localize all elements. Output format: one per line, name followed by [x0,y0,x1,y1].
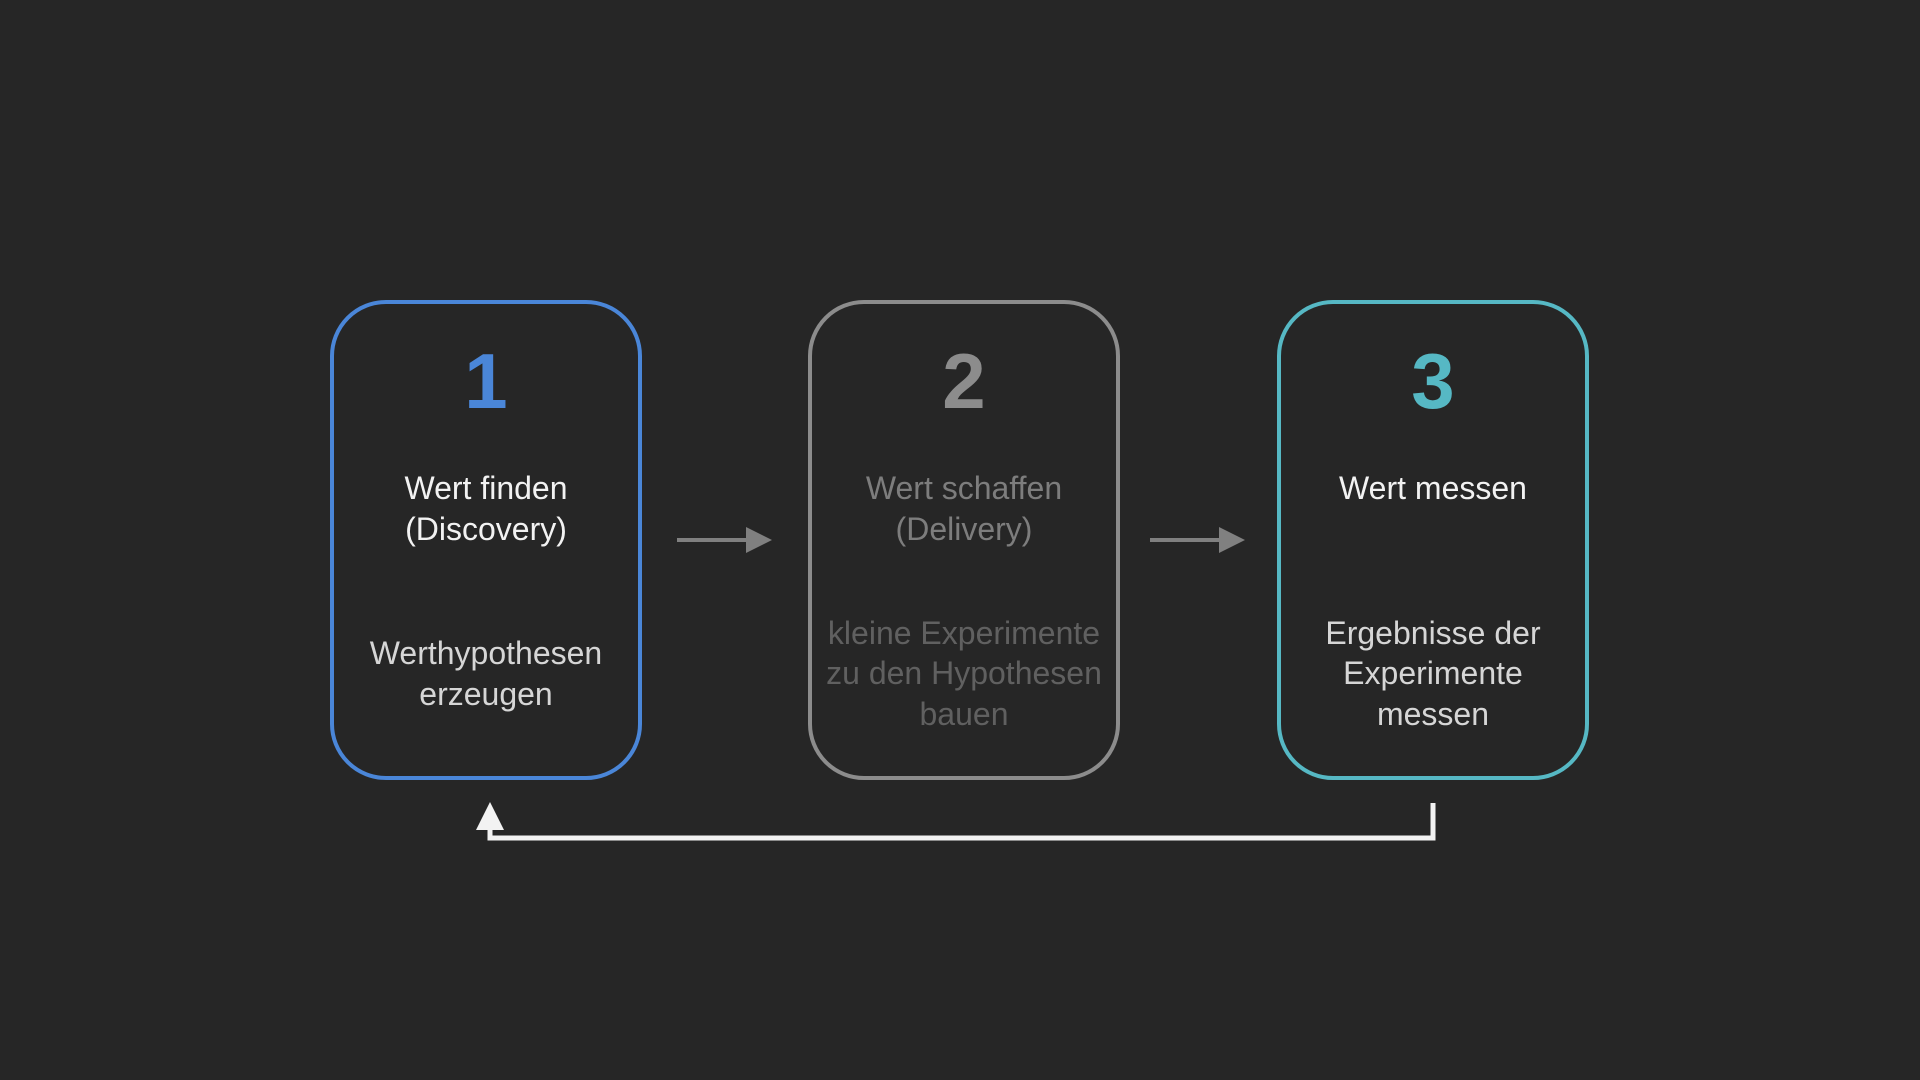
arrow-right-icon [1150,527,1245,553]
step-subtitle-zone: kleine Experimente zu den Hypothesen bau… [816,599,1112,748]
step-subtitle-zone: Werthypothesen erzeugen [338,599,634,748]
arrow-right-icon [677,527,772,553]
step-subtitle: kleine Experimente zu den Hypothesen bau… [826,614,1102,732]
step-card-discovery: 1 Wert finden (Discovery) Werthypothesen… [330,300,642,780]
step-number: 2 [942,337,986,425]
step-subtitle: Ergebnisse der Experimente messen [1325,614,1541,732]
step-subtitle-zone: Ergebnisse der Experimente messen [1285,599,1581,748]
step-title: Wert finden (Discovery) [404,470,568,547]
step-number: 3 [1411,337,1455,425]
step-card-delivery: 2 Wert schaffen (Delivery) kleine Experi… [808,300,1120,780]
feedback-loop-arrow-icon [476,802,1436,841]
step-title: Wert schaffen (Delivery) [865,470,1063,547]
step-title: Wert messen [1339,470,1527,506]
step-subtitle: Werthypothesen erzeugen [369,634,603,712]
step-card-measure: 3 Wert messen Ergebnisse der Experimente… [1277,300,1589,780]
step-number: 1 [464,337,508,425]
